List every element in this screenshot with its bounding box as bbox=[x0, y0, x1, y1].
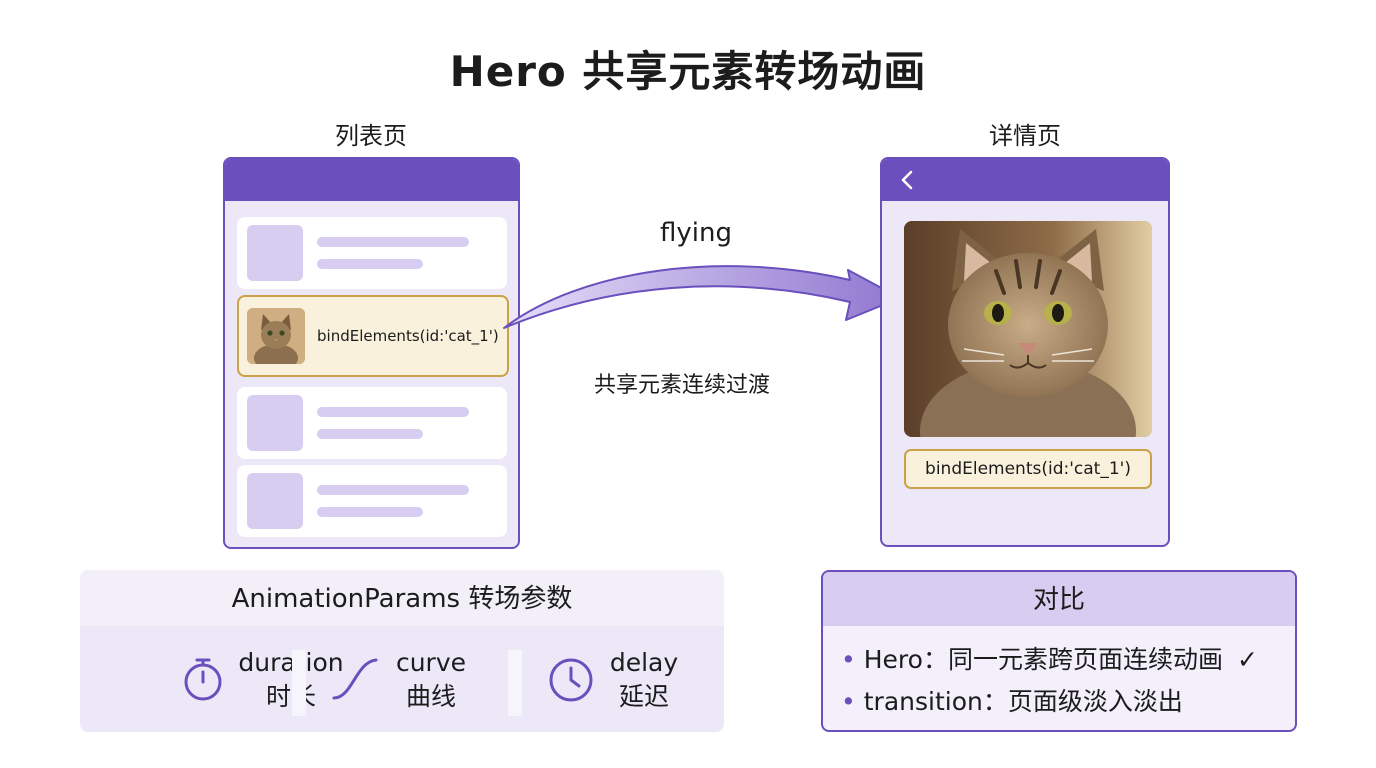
param-curve: curve 曲线 bbox=[330, 642, 510, 716]
list-item-line bbox=[317, 407, 469, 417]
curve-icon bbox=[332, 658, 378, 700]
list-item-cat-active[interactable]: bindElements(id:'cat_1') bbox=[237, 295, 509, 377]
stopwatch-icon bbox=[184, 658, 222, 701]
compare-row-transition: •transition：页面级淡入淡出 bbox=[841, 682, 1183, 718]
list-page-caption: 列表页 bbox=[335, 122, 407, 150]
param-divider bbox=[292, 650, 306, 716]
back-chevron-icon[interactable] bbox=[896, 168, 918, 192]
transition-description: 共享元素连续过渡 bbox=[594, 373, 771, 398]
compare-term: Hero bbox=[863, 645, 923, 674]
param-curve-label: 曲线 bbox=[405, 682, 456, 711]
page-title: Hero 共享元素转场动画 bbox=[449, 47, 927, 96]
animation-params-title: AnimationParams 转场参数 bbox=[80, 570, 724, 626]
param-duration-name: duration bbox=[238, 648, 344, 677]
compare-desc: 页面级淡入淡出 bbox=[1007, 687, 1183, 716]
list-page-header-bar bbox=[225, 159, 518, 201]
compare-desc: 同一元素跨页面连续动画 bbox=[947, 645, 1223, 674]
list-item-thumbnail bbox=[247, 395, 303, 451]
list-item[interactable] bbox=[237, 387, 507, 459]
param-delay-label: 延迟 bbox=[618, 682, 669, 711]
list-item[interactable] bbox=[237, 217, 507, 289]
checkmark-icon: ✓ bbox=[1236, 645, 1258, 674]
list-item-line bbox=[317, 429, 423, 439]
list-item[interactable] bbox=[237, 465, 507, 537]
param-duration-label: 时长 bbox=[265, 682, 316, 711]
param-delay-name: delay bbox=[609, 648, 679, 677]
list-item-line bbox=[317, 507, 423, 517]
param-duration: duration 时长 bbox=[180, 642, 350, 716]
compare-separator: ： bbox=[922, 645, 948, 674]
list-item-line bbox=[317, 259, 423, 269]
active-item-label: bindElements(id:'cat_1') bbox=[317, 327, 499, 345]
detail-page-caption: 详情页 bbox=[989, 122, 1061, 150]
cat-photo-image bbox=[904, 221, 1152, 437]
detail-page-header-bar bbox=[882, 159, 1168, 201]
detail-bind-tag: bindElements(id:'cat_1') bbox=[904, 449, 1152, 489]
list-page-phone: bindElements(id:'cat_1') bbox=[223, 157, 520, 549]
param-divider bbox=[508, 650, 522, 716]
animation-params-panel: AnimationParams 转场参数 duration 时长 curve 曲… bbox=[80, 570, 724, 732]
clock-icon bbox=[549, 658, 593, 702]
flying-arrow bbox=[503, 265, 901, 329]
compare-separator: ： bbox=[982, 687, 1008, 716]
param-delay: delay 延迟 bbox=[546, 642, 716, 716]
compare-title: 对比 bbox=[823, 572, 1295, 626]
compare-row-hero: •Hero：同一元素跨页面连续动画 ✓ bbox=[841, 640, 1258, 676]
detail-page-phone: bindElements(id:'cat_1') bbox=[880, 157, 1170, 547]
list-item-thumbnail bbox=[247, 473, 303, 529]
cat-thumbnail bbox=[247, 308, 305, 364]
cat-thumbnail-image bbox=[247, 308, 305, 364]
flying-label: flying bbox=[660, 218, 732, 248]
compare-panel: 对比 •Hero：同一元素跨页面连续动画 ✓ •transition：页面级淡入… bbox=[821, 570, 1297, 732]
bullet-icon: • bbox=[841, 687, 856, 716]
list-item-line bbox=[317, 485, 469, 495]
cat-photo bbox=[904, 221, 1152, 437]
list-item-thumbnail bbox=[247, 225, 303, 281]
bullet-icon: • bbox=[841, 645, 856, 674]
param-curve-name: curve bbox=[395, 648, 467, 677]
compare-term: transition bbox=[863, 687, 983, 716]
list-item-line bbox=[317, 237, 469, 247]
